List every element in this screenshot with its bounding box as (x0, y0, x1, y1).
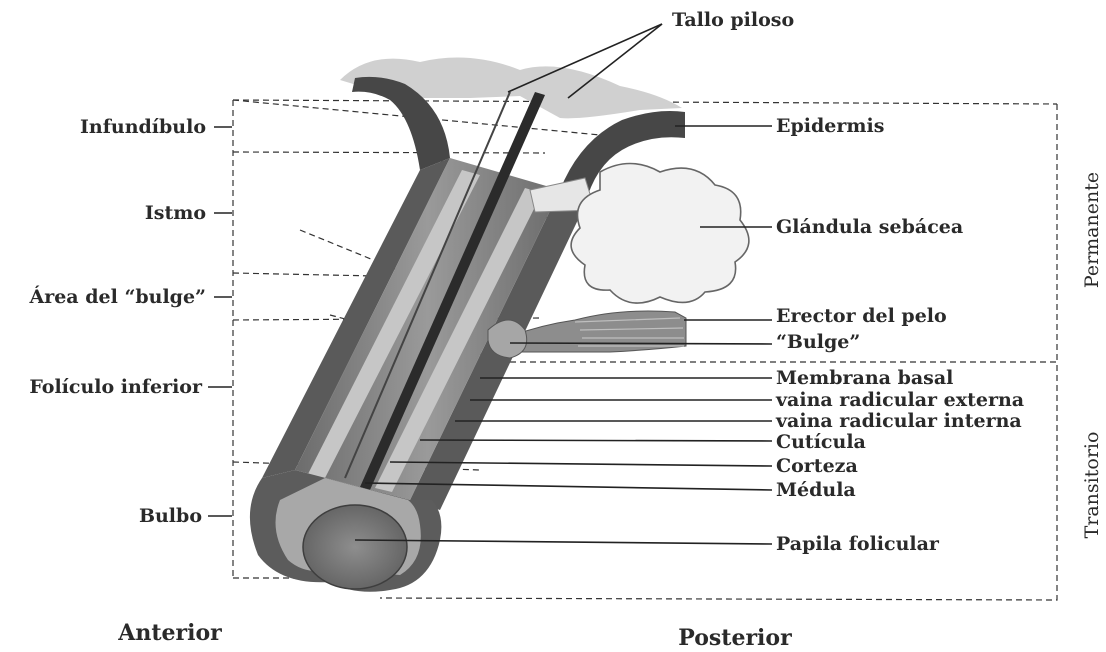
label-tallo-piloso: Tallo piloso (672, 9, 794, 31)
label-posterior: Posterior (678, 625, 792, 651)
label-cuticula: Cutícula (776, 431, 866, 453)
divider-infundibulo (233, 152, 545, 153)
label-anterior: Anterior (117, 620, 222, 646)
bulge-bump (488, 320, 527, 358)
label-infundibulo: Infundíbulo (80, 116, 206, 138)
label-area-bulge: Área del “bulge” (28, 285, 206, 308)
label-papila-folicular: Papila folicular (776, 533, 940, 555)
label-vaina-externa: vaina radicular externa (775, 389, 1024, 411)
label-permanente: Permanente (1081, 172, 1103, 288)
dermal-papilla (303, 505, 407, 589)
label-medula: Médula (776, 479, 856, 501)
label-istmo: Istmo (145, 202, 206, 224)
follicle-illustration (250, 58, 749, 592)
label-bulge: “Bulge” (776, 331, 860, 353)
label-membrana-basal: Membrana basal (776, 367, 953, 389)
label-transitorio: Transitorio (1081, 432, 1103, 539)
leader-bulge (510, 343, 772, 344)
leader-cuticula (420, 440, 772, 441)
label-glandula-sebacea: Glándula sebácea (776, 216, 963, 238)
sebaceous-gland (571, 164, 749, 304)
label-epidermis: Epidermis (776, 115, 884, 137)
label-corteza: Corteza (776, 455, 858, 477)
label-foliculo-inferior: Folículo inferior (29, 376, 203, 398)
label-bulbo: Bulbo (139, 505, 202, 527)
label-erector-pelo: Erector del pelo (776, 305, 947, 327)
label-vaina-interna: vaina radicular interna (775, 410, 1022, 432)
